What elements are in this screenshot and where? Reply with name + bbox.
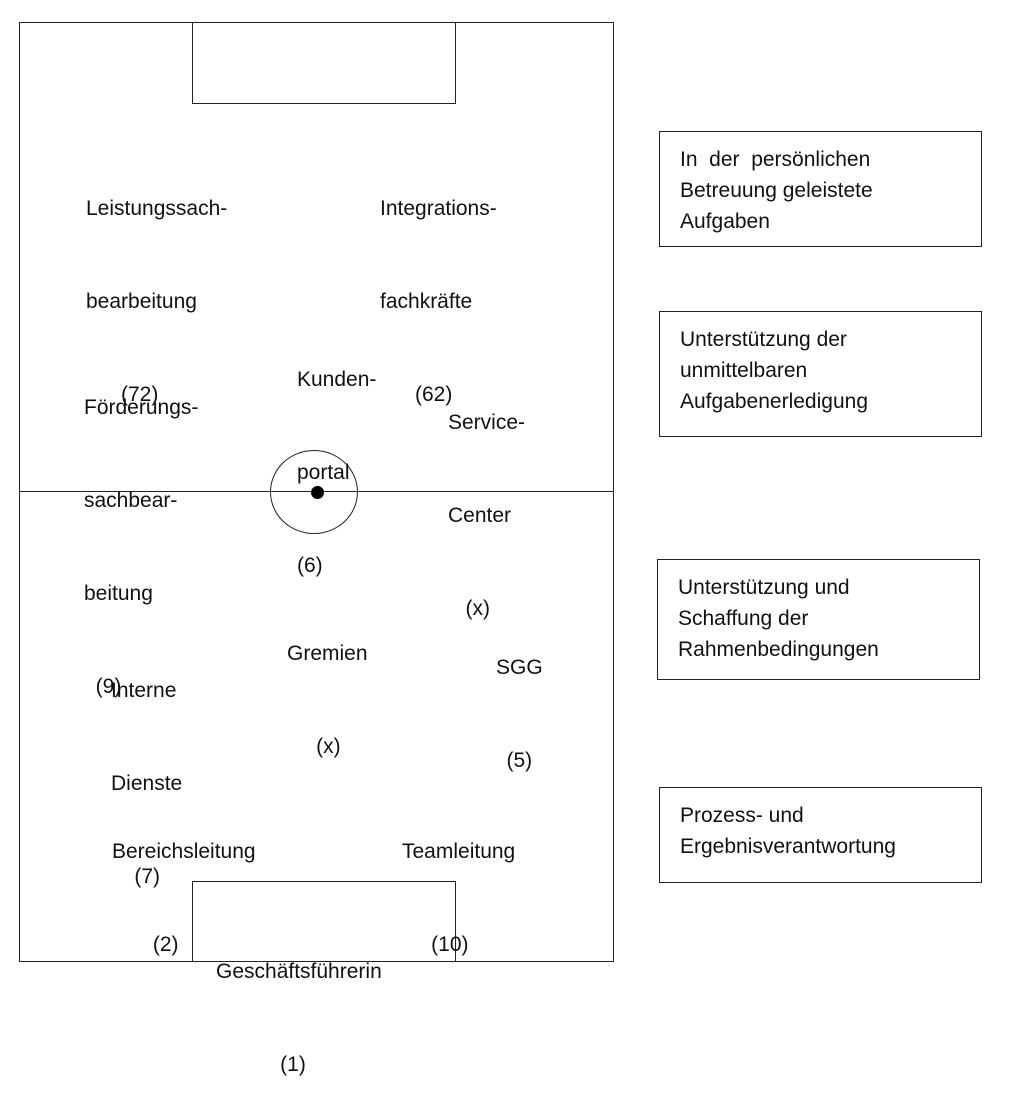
legend-line: Prozess- und	[680, 804, 804, 827]
label-count: (9)	[84, 675, 122, 698]
label-line: Dienste	[111, 772, 183, 795]
label-kundenportal: Kunden- portal (6)	[297, 302, 376, 612]
label-count: (5)	[506, 749, 533, 772]
label-gremien: Gremien (x)	[287, 576, 368, 793]
label-bereichsleitung: Bereichsleitung (2)	[112, 774, 256, 991]
legend-line: Ergebnisverantwortung	[680, 835, 896, 858]
label-line: SGG	[496, 656, 543, 679]
label-interne-dienste: Interne Dienste (7)	[111, 613, 182, 923]
legend-line: Rahmenbedingungen	[678, 638, 879, 661]
legend-line: Schaffung der	[678, 607, 809, 630]
label-line: Service-	[448, 411, 526, 434]
label-line: beitung	[84, 582, 153, 605]
legend-line: In der persönlichen	[680, 148, 871, 171]
label-count: (x)	[287, 735, 341, 758]
label-integrationsfachkraefte: Integrations- fachkräfte (62)	[380, 131, 497, 441]
label-line: Leistungssach-	[86, 197, 228, 220]
top-goal-box	[192, 22, 456, 104]
label-line: Center	[448, 504, 512, 527]
label-count: (10)	[402, 933, 469, 956]
label-line: Teamleitung	[402, 840, 516, 863]
center-spot	[311, 486, 324, 499]
label-count: (6)	[297, 554, 323, 577]
legend-line: Betreuung geleistete	[680, 179, 873, 202]
label-service-center: Service- Center (x)	[448, 345, 525, 655]
label-count: (2)	[112, 933, 179, 956]
label-line: Interne	[111, 679, 177, 702]
label-line: Bereichsleitung	[112, 840, 256, 863]
label-line: bearbeitung	[86, 290, 197, 313]
label-line: Integrations-	[380, 197, 497, 220]
legend-line: unmittelbaren	[680, 359, 808, 382]
label-count: (1)	[216, 1053, 306, 1076]
label-line: Förderungs-	[84, 396, 199, 419]
label-geschaeftsfuehrerin: Geschäftsführerin (1)	[216, 894, 382, 1111]
bottom-goal-box	[192, 881, 456, 962]
legend-box-persoenliche-betreuung: In der persönlichen Betreuung geleistete…	[659, 131, 982, 247]
label-count: (7)	[111, 865, 161, 888]
label-foerderungssachbearbeitung: Förderungs- sachbear- beitung (9)	[84, 330, 198, 733]
label-leistungssachbearbeitung: Leistungssach- bearbeitung (72)	[86, 131, 227, 441]
legend-line: Unterstützung und	[678, 576, 850, 599]
legend-line: Aufgaben	[680, 210, 770, 233]
label-line: portal	[297, 461, 350, 484]
legend-box-unterstuetzung-aufgabenerledigung: Unterstützung der unmittelbaren Aufgaben…	[659, 311, 982, 437]
label-teamleitung: Teamleitung (10)	[402, 774, 515, 991]
field-outline	[19, 22, 614, 962]
label-count: (72)	[86, 383, 159, 406]
legend-box-prozessverantwortung: Prozess- und Ergebnisverantwortung	[659, 787, 982, 883]
legend-line: Unterstützung der	[680, 328, 847, 351]
label-count: (62)	[380, 383, 453, 406]
label-line: fachkräfte	[380, 290, 473, 313]
label-line: Gremien	[287, 642, 368, 665]
label-sgg: SGG (5)	[496, 590, 543, 807]
label-line: Geschäftsführerin	[216, 960, 382, 983]
label-line: Kunden-	[297, 368, 377, 391]
label-line: sachbear-	[84, 489, 178, 512]
center-circle	[270, 450, 358, 534]
label-count: (x)	[448, 597, 491, 620]
legend-line: Aufgabenerledigung	[680, 390, 868, 413]
legend-box-rahmenbedingungen: Unterstützung und Schaffung der Rahmenbe…	[657, 559, 980, 680]
